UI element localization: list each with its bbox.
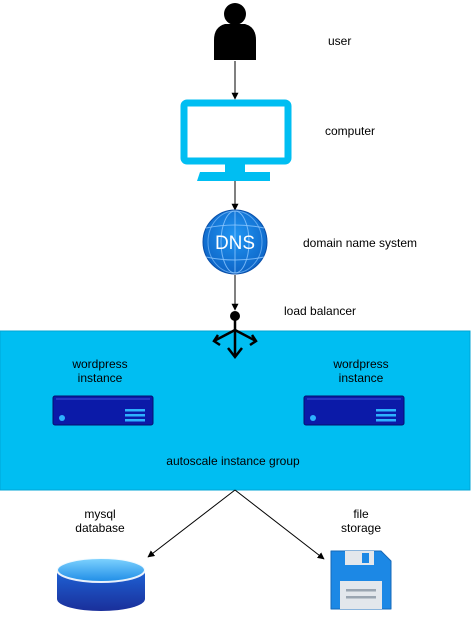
server-icon (52, 395, 154, 426)
wordpress-left-line2: instance (77, 371, 123, 385)
mysql-line2: database (75, 521, 125, 535)
database-icon (56, 557, 146, 611)
floppy-disk-icon (330, 550, 392, 610)
file-storage-line2: storage (340, 521, 382, 535)
wordpress-left-line1: wordpress (72, 357, 128, 371)
autoscale-group-label: autoscale instance group (166, 454, 300, 468)
wordpress-right-line1: wordpress (333, 357, 389, 371)
dns-icon-text: DNS (215, 233, 255, 254)
edge-group-storage (234, 489, 325, 560)
mysql-line1: mysql (84, 507, 116, 521)
mysql-label: mysql database (75, 507, 124, 535)
load-balancer-label: load balancer (284, 304, 357, 318)
file-storage-label: file storage (341, 507, 381, 535)
wordpress-right-line2: instance (338, 371, 384, 385)
wordpress-left-label: wordpress instance (72, 357, 127, 385)
computer-label: computer (325, 124, 376, 138)
load-balancer-icon (212, 311, 258, 360)
edge-group-mysql (147, 489, 236, 558)
user-icon (214, 3, 256, 60)
dns-icon: DNS (202, 209, 268, 275)
dns-label: domain name system (303, 236, 418, 250)
computer-icon (180, 99, 292, 181)
server-icon (303, 395, 405, 426)
file-storage-line1: file (353, 507, 369, 521)
user-label: user (328, 34, 352, 48)
wordpress-right-label: wordpress instance (333, 357, 388, 385)
